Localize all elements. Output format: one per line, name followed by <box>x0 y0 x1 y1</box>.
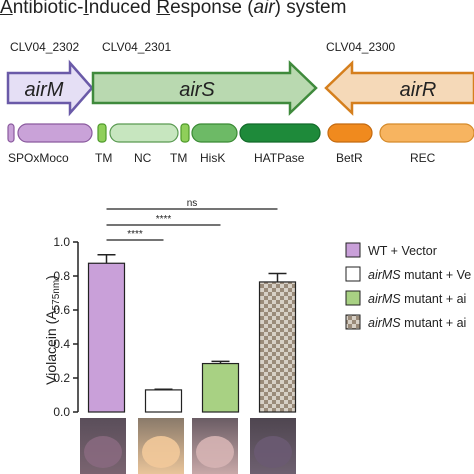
y-tick-label-3: 0.6 <box>53 303 70 317</box>
legend-label-2: airMS mutant + ai <box>368 292 466 306</box>
domain-spoxmoco-edge <box>7 123 15 143</box>
violacein-bar-chart: Violacein (A575nm) 0.0 0.2 0.4 0.6 0.8 1.0 ns *… <box>43 198 297 419</box>
legend-swatch-2 <box>345 290 361 306</box>
legend-label-0: WT + Vector <box>368 244 437 258</box>
domain-tm-2 <box>180 123 190 143</box>
domain-label-spoxmoco: SPOxMoco <box>8 151 69 165</box>
legend-swatch-0 <box>345 242 361 258</box>
gene-name-airM: airM <box>25 79 64 101</box>
domain-tm-1 <box>97 123 107 143</box>
significance-label-1: **** <box>156 214 172 225</box>
gene-name-airR: airR <box>400 79 437 101</box>
gene-arrow-airS <box>91 60 318 116</box>
significance-label-2: **** <box>127 229 143 240</box>
legend-label-1: airMS mutant + Ve <box>368 268 471 282</box>
domain-label-tm-1: TM <box>95 151 112 165</box>
gene-arrow-airM <box>6 59 94 117</box>
significance-label-0: ns <box>187 198 198 209</box>
tube-liquid-2 <box>142 436 180 468</box>
domain-betr <box>327 123 373 143</box>
domain-label-hisk: HisK <box>200 151 225 165</box>
domain-hisk <box>191 123 238 143</box>
domain-label-hatpase: HATPase <box>254 151 305 165</box>
culture-photo-strip <box>80 418 296 474</box>
figure-title: Antibiotic-Induced Response (air) system <box>0 0 347 18</box>
gene-arrow-airR <box>324 60 474 116</box>
legend-swatch-1 <box>345 266 361 282</box>
domain-rec <box>379 123 474 143</box>
bar-2 <box>201 362 240 413</box>
bar-1 <box>144 389 183 413</box>
y-tick-label-4: 0.8 <box>53 269 70 283</box>
bar-3 <box>258 281 297 413</box>
tube-liquid-4 <box>254 436 292 468</box>
domain-label-betr: BetR <box>336 151 363 165</box>
locus-label-airR: CLV04_2300 <box>326 40 395 54</box>
domain-hatpase <box>239 123 321 143</box>
y-axis-label: Violacein (A575nm) <box>43 275 62 385</box>
bar-0 <box>87 262 126 413</box>
y-tick-label-5: 1.0 <box>53 235 70 249</box>
chart-legend: WT + Vector airMS mutant + Ve airMS mutant… <box>345 242 471 330</box>
domain-nc <box>109 123 179 143</box>
locus-label-airM: CLV04_2302 <box>10 40 79 54</box>
gene-name-airS: airS <box>179 79 215 101</box>
tube-liquid-3 <box>196 436 234 468</box>
legend-label-3: airMS mutant + ai <box>368 316 466 330</box>
domain-label-tm-2: TM <box>170 151 187 165</box>
domain-label-rec: REC <box>410 151 436 165</box>
y-tick-label-1: 0.2 <box>53 371 70 385</box>
legend-swatch-3 <box>345 314 361 330</box>
locus-label-airS: CLV04_2301 <box>102 40 171 54</box>
domain-spoxmoco <box>17 123 93 143</box>
domain-label-nc: NC <box>134 151 152 165</box>
y-tick-label-2: 0.4 <box>53 337 70 351</box>
y-tick-label-0: 0.0 <box>53 405 70 419</box>
tube-liquid-1 <box>84 436 122 468</box>
